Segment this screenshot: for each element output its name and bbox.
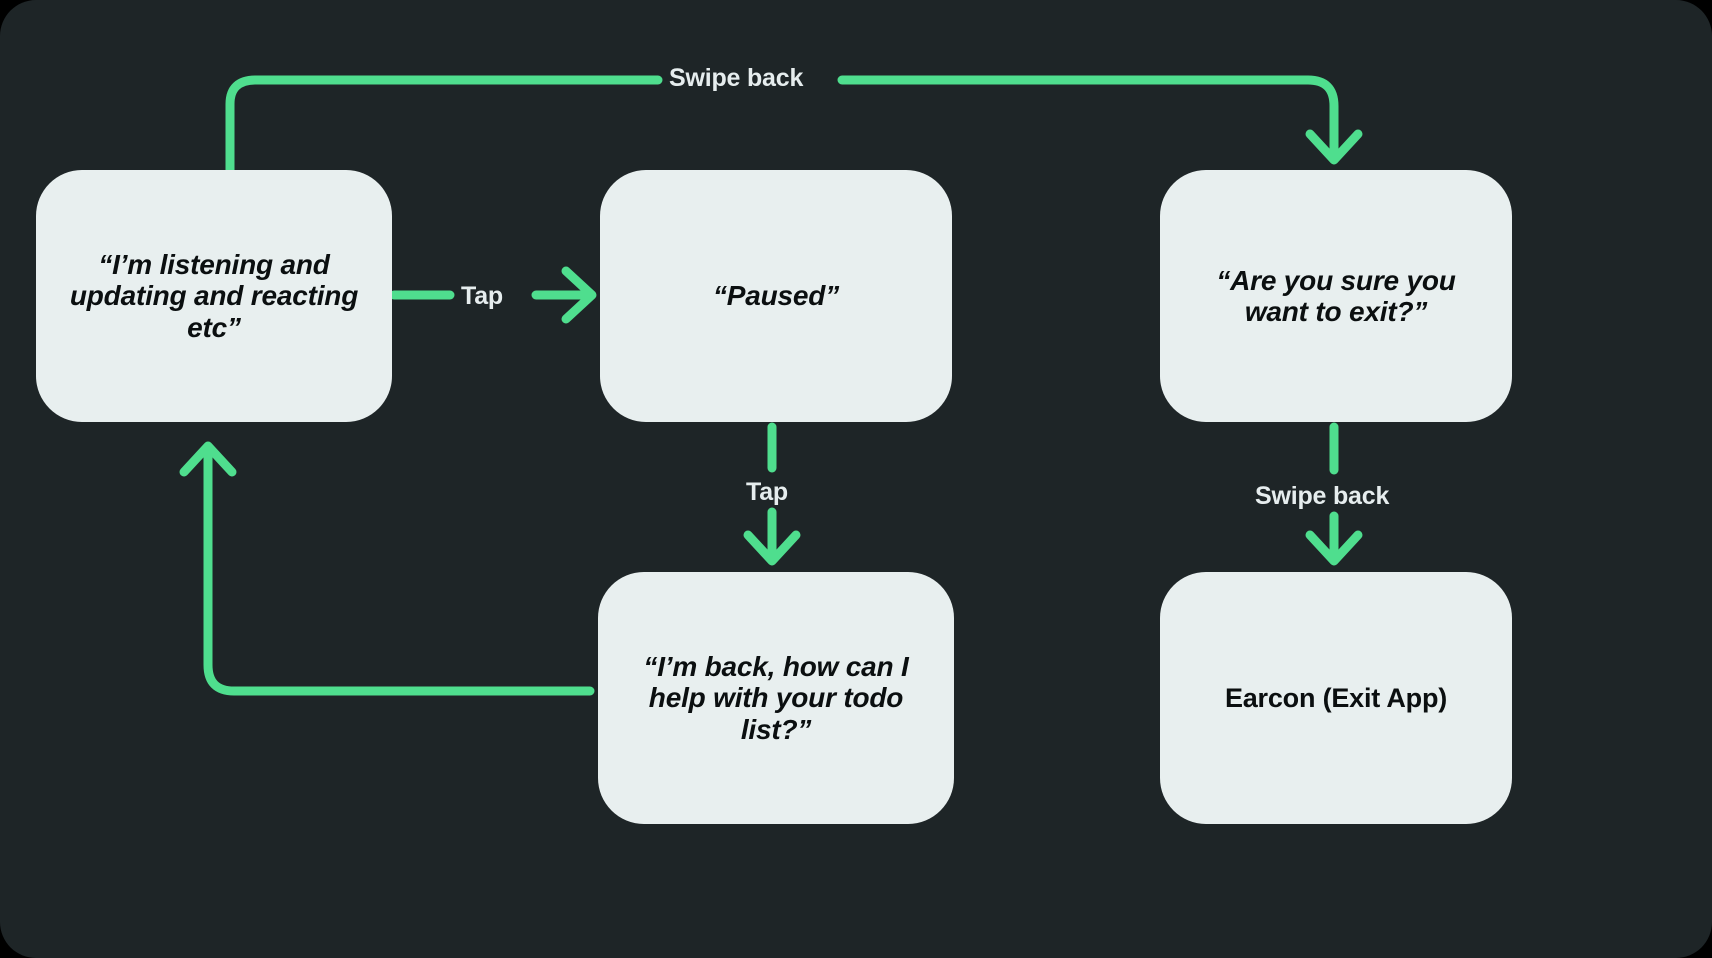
node-paused-label: “Paused” <box>713 280 839 312</box>
edge-label-tap-vertical: Tap <box>746 478 788 506</box>
node-exit-confirm-label: “Are you sure you want to exit?” <box>1216 264 1456 327</box>
node-back-label: “I’m back, how can I help with your todo… <box>643 650 909 745</box>
node-back[interactable]: “I’m back, how can I help with your todo… <box>598 572 954 824</box>
node-exit-confirm[interactable]: “Are you sure you want to exit?” <box>1160 170 1512 422</box>
edge-label-swipe-back-top: Swipe back <box>669 64 804 92</box>
edge-listening-to-exit-arrowhead <box>1305 129 1363 165</box>
node-listening[interactable]: “I’m listening and updating and reacting… <box>36 170 392 422</box>
edge-back-to-listening-arrowhead <box>179 441 237 477</box>
node-earcon[interactable]: Earcon (Exit App) <box>1160 572 1512 824</box>
edge-listening-to-paused-arrowhead <box>561 266 597 324</box>
edge-exit-to-earcon-arrowhead <box>1305 530 1363 566</box>
edge-label-swipe-back-bottom: Swipe back <box>1255 482 1390 510</box>
edge-listening-to-exit-left <box>225 75 663 177</box>
edge-back-to-listening <box>203 445 595 696</box>
node-listening-label: “I’m listening and updating and reacting… <box>69 248 359 343</box>
edge-paused-to-back-arrowhead <box>743 530 801 566</box>
edge-listening-to-exit-right <box>837 75 1339 157</box>
node-paused[interactable]: “Paused” <box>600 170 952 422</box>
node-earcon-label: Earcon (Exit App) <box>1224 682 1448 713</box>
edge-label-tap-horizontal: Tap <box>461 282 503 310</box>
